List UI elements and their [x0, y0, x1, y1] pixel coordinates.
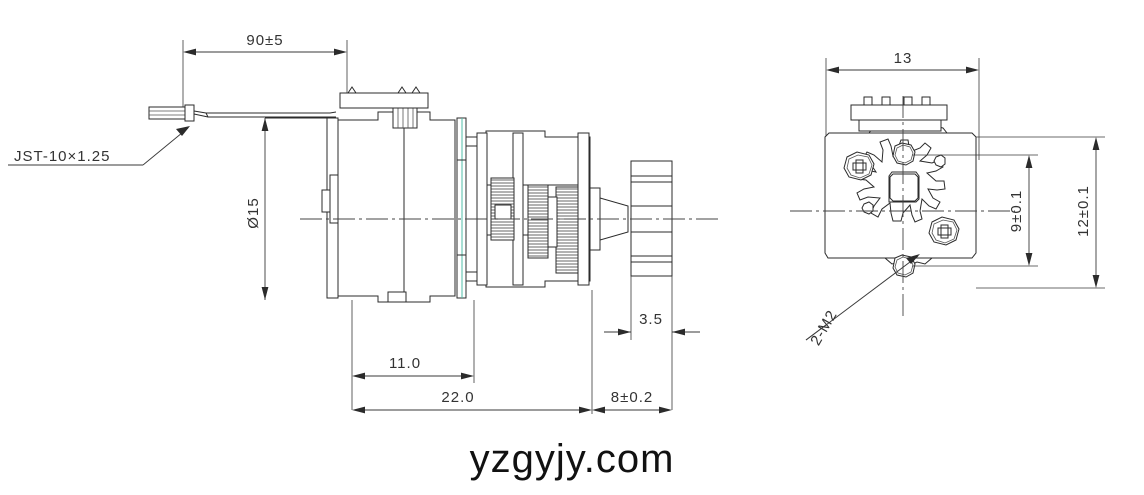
dim-text-front-height: 12±0.1 — [1075, 185, 1092, 237]
dim-text-body-diameter: Ø15 — [245, 197, 262, 228]
dim-body-diameter — [261, 118, 269, 300]
label-text-thread: 2-M2 — [807, 307, 841, 349]
site-watermark: yzgyjy.com — [470, 437, 675, 481]
front-screw-left — [843, 151, 875, 181]
front-terminal-board — [850, 96, 948, 132]
motor-rear-cap — [321, 117, 340, 299]
front-boss-top — [892, 142, 916, 166]
gear-stage-1 — [490, 177, 515, 241]
dim-text-overall-length: 22.0 — [441, 389, 474, 406]
dim-front-width — [825, 58, 980, 160]
dim-text-motor-length: 11.0 — [389, 355, 421, 372]
terminal-board — [339, 86, 429, 109]
dim-wire-length — [182, 40, 348, 112]
dim-text-hole-spacing: 9±0.1 — [1008, 190, 1025, 232]
dim-motor-length — [351, 300, 475, 410]
dim-front-height — [976, 136, 1105, 289]
dim-shaft-length — [592, 406, 672, 414]
label-text-jst: JST-10×1.25 — [14, 148, 110, 165]
dim-text-wire-length: 90±5 — [246, 32, 283, 49]
jst-connector — [148, 104, 195, 122]
gear-stage-2 — [527, 184, 549, 259]
front-screw-right — [928, 216, 960, 246]
output-pinion — [630, 160, 673, 277]
front-view-group — [790, 58, 1105, 341]
dim-overall-length — [352, 290, 593, 414]
side-view-group — [8, 40, 720, 414]
thread-label-leader — [805, 254, 920, 341]
dim-pinion-width — [604, 276, 700, 410]
dim-text-front-width: 13 — [894, 50, 913, 67]
dim-text-shaft-length: 8±0.2 — [611, 389, 653, 406]
jst-label-leader — [8, 126, 190, 166]
motor-body — [337, 103, 456, 303]
dim-hole-spacing — [912, 154, 1038, 267]
gear-stage-3 — [547, 186, 579, 274]
dim-text-pinion-width: 3.5 — [639, 311, 663, 328]
motor-gearbox-flange — [456, 117, 467, 299]
